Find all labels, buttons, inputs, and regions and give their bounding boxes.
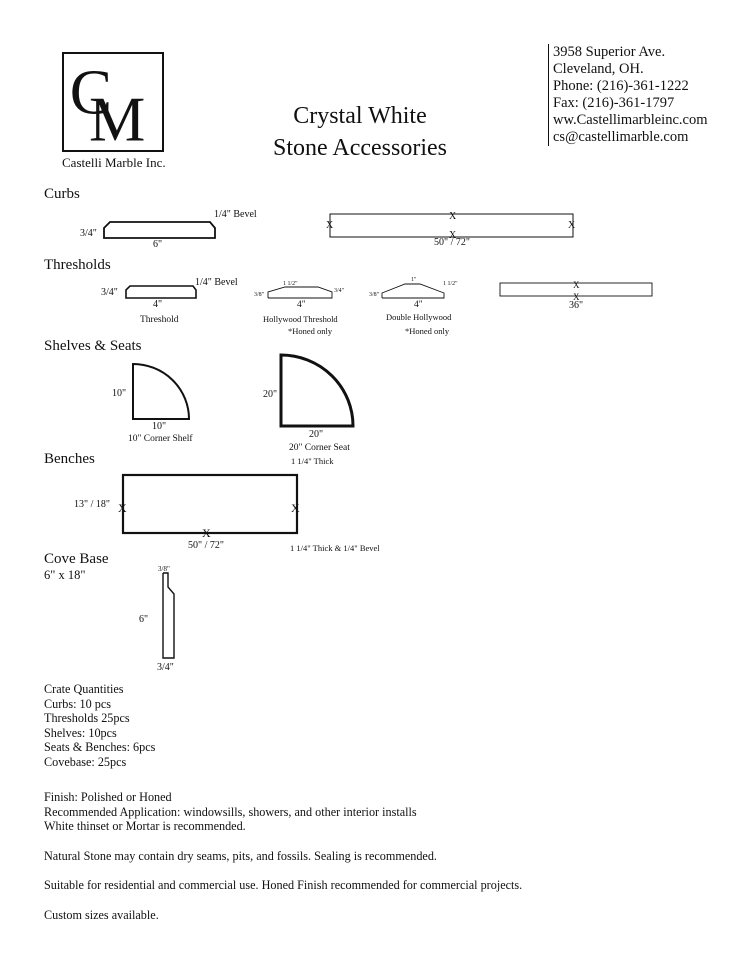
cove-base-top-dim: 3/8" [158, 565, 170, 573]
crate-line: Shelves: 10pcs [44, 725, 117, 740]
bench-mark-left: X [118, 501, 127, 515]
seat-name: 20" Corner Seat [289, 443, 350, 453]
title-line1: Crystal White [293, 103, 427, 129]
curb-mark-bottom: X [449, 230, 457, 241]
crate-line: Seats & Benches: 6pcs [44, 740, 156, 755]
fax: Fax: (216)-361-1797 [553, 95, 675, 111]
crate-quantities: Crate Quantities Curbs: 10 pcs Threshold… [44, 682, 155, 770]
hollywood-note: *Honed only [288, 326, 333, 336]
threshold-length-label: 36" [569, 300, 584, 311]
contact-block: 3958 Superior Ave. Cleveland, OH. Phone:… [548, 44, 708, 146]
cove-base-height-label: 6" [139, 614, 149, 625]
cove-base-bottom-dim: 3/4" [157, 662, 174, 673]
website-link[interactable]: ww.Castellimarbleinc.com [553, 112, 708, 128]
cm-monogram: C M [70, 58, 146, 150]
hollywood-width-label: 4" [297, 300, 306, 310]
bench-depth-label: 13" / 18" [74, 499, 110, 510]
curb-profile-shape [103, 221, 216, 239]
suitable-note: Suitable for residential and commercial … [44, 878, 523, 892]
double-hollywood-name: Double Hollywood [386, 312, 452, 322]
crate-line: Curbs: 10 pcs [44, 696, 112, 711]
bench-shape [121, 473, 299, 535]
hollywood-left-dim: 3/8" [254, 292, 265, 298]
curb-mark-top: X [449, 211, 457, 222]
curb-length-shape [329, 213, 574, 238]
cove-base-size: 6" x 18" [44, 568, 86, 582]
shelf-side-label: 10" [112, 388, 127, 399]
double-hollywood-note: *Honed only [405, 326, 450, 336]
seat-thickness: 1 1/4" Thick [291, 456, 334, 466]
finish-text: Finish: Polished or Honed [44, 790, 172, 804]
logo-letter-m: M [89, 84, 145, 150]
hollywood-threshold-shape [267, 286, 333, 299]
double-hollywood-top-dim2: 1 1/2" [443, 281, 458, 287]
phone: Phone: (216)-361-1222 [553, 78, 689, 94]
bench-mark-right: X [291, 501, 300, 515]
curb-mark-left: X [326, 220, 334, 231]
double-hollywood-shape [381, 283, 445, 299]
custom-sizes-note: Custom sizes available. [44, 908, 159, 922]
seat-side-label: 20" [263, 389, 278, 400]
threshold-length-shape [499, 282, 653, 297]
crate-line: Thresholds 25pcs [44, 711, 130, 726]
curb-length-label: 50" / 72" [434, 237, 470, 248]
curb-width-label: 6" [153, 239, 163, 250]
double-hollywood-top-dim1: 1" [411, 277, 417, 283]
double-hollywood-left-dim: 3/8" [369, 292, 380, 298]
hollywood-top-dim: 1 1/2" [283, 281, 298, 287]
email-link[interactable]: cs@castellimarble.com [553, 129, 689, 145]
cove-base-heading: Cove Base [44, 551, 109, 567]
bench-mark-bottom: X [202, 526, 211, 540]
company-logo: C M [62, 52, 164, 152]
shelf-name: 10" Corner Shelf [128, 434, 193, 444]
finish-block: Finish: Polished or Honed Recommended Ap… [44, 790, 417, 834]
thresholds-heading: Thresholds [44, 257, 111, 273]
natural-stone-note: Natural Stone may contain dry seams, pit… [44, 849, 437, 863]
curbs-heading: Curbs [44, 186, 80, 202]
logo-letter-c: C [70, 58, 112, 128]
cove-base-shape [162, 572, 175, 659]
corner-seat-shape [279, 353, 355, 428]
threshold-name: Threshold [140, 315, 179, 325]
bench-spec: 1 1/4" Thick & 1/4" Bevel [290, 543, 380, 553]
thinset-text: White thinset or Mortar is recommended. [44, 819, 246, 834]
threshold-profile-shape [125, 285, 197, 299]
double-hollywood-width-label: 4" [414, 300, 423, 310]
threshold-width-label: 4" [153, 299, 163, 310]
shelf-bottom-label: 10" [152, 421, 167, 432]
company-name: Castelli Marble Inc. [62, 155, 166, 170]
title-line2: Stone Accessories [273, 135, 447, 161]
threshold-bevel-label: 1/4" Bevel [195, 277, 238, 288]
seat-bottom-label: 20" [309, 429, 324, 440]
corner-shelf-shape [132, 362, 191, 420]
shelves-heading: Shelves & Seats [44, 338, 142, 354]
curb-bevel-label: 1/4" Bevel [214, 209, 257, 220]
page-title: Crystal White Stone Accessories [258, 100, 462, 164]
benches-heading: Benches [44, 451, 95, 467]
threshold-mark-bottom: X [573, 292, 580, 302]
curb-height-label: 3/4" [80, 228, 97, 239]
bench-length-label: 50" / 72" [188, 540, 224, 551]
application-text: Recommended Application: windowsills, sh… [44, 804, 417, 819]
address-line2: Cleveland, OH. [553, 61, 644, 77]
address-line1: 3958 Superior Ave. [553, 44, 666, 60]
hollywood-right-dim: 3/4" [334, 288, 345, 294]
crate-line: Covebase: 25pcs [44, 754, 127, 769]
threshold-height-label: 3/4" [101, 287, 118, 298]
crate-heading: Crate Quantities [44, 682, 124, 696]
threshold-mark-top: X [573, 280, 580, 290]
curb-mark-right: X [568, 220, 576, 231]
hollywood-name: Hollywood Threshold [263, 314, 338, 324]
